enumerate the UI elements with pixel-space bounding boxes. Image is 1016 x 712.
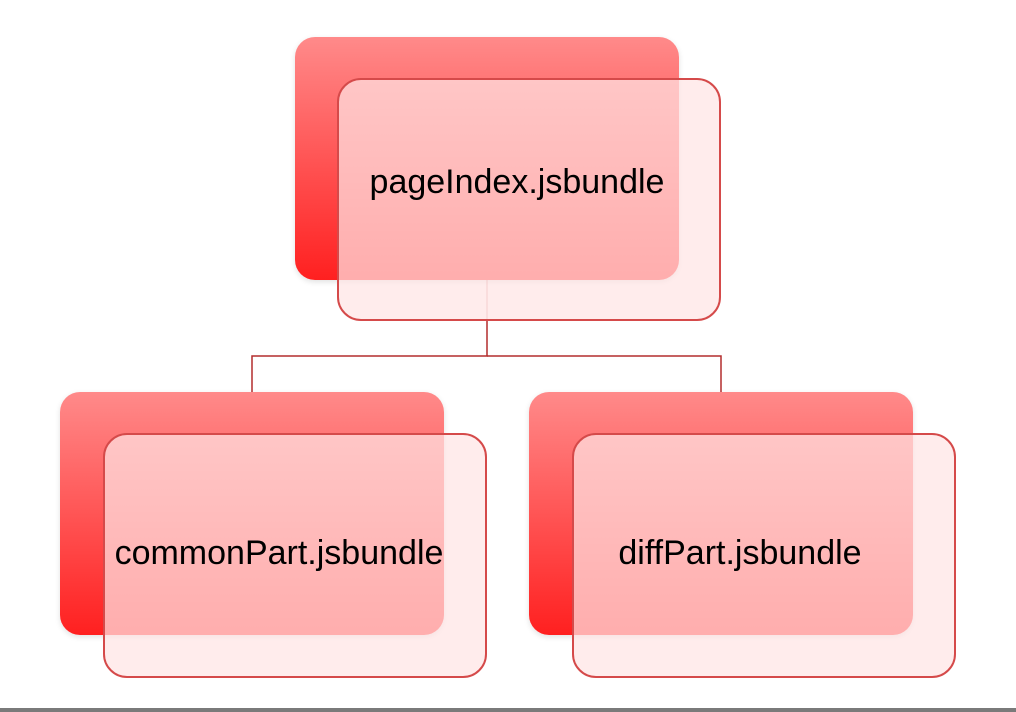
child-node-label-commonpart: commonPart.jsbundle (114, 534, 444, 572)
child-node-commonpart: commonPart.jsbundle (103, 433, 487, 678)
root-node: pageIndex.jsbundle (337, 78, 721, 321)
bottom-divider (0, 708, 1016, 712)
tree-connector (251, 320, 488, 392)
tree-connector-right (487, 355, 722, 392)
root-node-label: pageIndex.jsbundle (369, 163, 665, 201)
child-node-label-diffpart: diffPart.jsbundle (618, 534, 862, 572)
child-node-diffpart: diffPart.jsbundle (572, 433, 956, 678)
